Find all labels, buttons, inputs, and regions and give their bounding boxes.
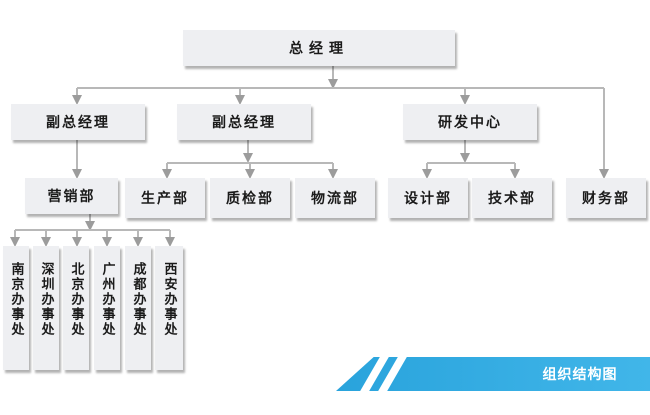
vp2-box: 副总经理 xyxy=(177,104,311,140)
office-box-xian: 西安办事处 xyxy=(155,246,183,370)
office-box-guangzhou: 广州办事处 xyxy=(94,246,120,370)
production-dept-label: 生产部 xyxy=(141,191,189,207)
finance-dept-label: 财务部 xyxy=(582,191,630,207)
office-label: 深圳办事处 xyxy=(38,262,54,337)
office-box-chengdu: 成都办事处 xyxy=(125,246,151,370)
sales-dept-label: 营销部 xyxy=(47,189,96,205)
qc-dept-label: 质检部 xyxy=(226,191,274,207)
rd-center-box: 研发中心 xyxy=(403,104,537,140)
tech-dept-label: 技术部 xyxy=(488,191,536,207)
office-label: 南京办事处 xyxy=(8,262,24,337)
vp1-label: 副总经理 xyxy=(46,115,110,131)
office-label: 成都办事处 xyxy=(130,262,146,337)
qc-dept-box: 质检部 xyxy=(210,178,290,218)
finance-dept-box: 财务部 xyxy=(566,178,646,218)
office-label: 广州办事处 xyxy=(99,262,115,337)
office-box-beijing: 北京办事处 xyxy=(63,246,89,370)
vp1-box: 副总经理 xyxy=(11,104,145,140)
ceo-box: 总经理 xyxy=(183,30,455,66)
rd-center-label: 研发中心 xyxy=(438,115,502,131)
office-label: 北京办事处 xyxy=(68,262,84,337)
design-dept-label: 设计部 xyxy=(404,191,452,207)
vp2-label: 副总经理 xyxy=(212,115,276,131)
ceo-label: 总经理 xyxy=(289,41,349,57)
logistics-dept-label: 物流部 xyxy=(311,191,359,207)
production-dept-box: 生产部 xyxy=(125,178,205,218)
office-label: 西安办事处 xyxy=(161,262,177,337)
banner-title: 组织结构图 xyxy=(542,367,618,383)
office-box-nanjing: 南京办事处 xyxy=(3,246,29,370)
design-dept-box: 设计部 xyxy=(388,178,468,218)
tech-dept-box: 技术部 xyxy=(472,178,552,218)
office-box-shenzhen: 深圳办事处 xyxy=(33,246,59,370)
sales-dept-box: 营销部 xyxy=(25,178,118,214)
logistics-dept-box: 物流部 xyxy=(295,178,375,218)
